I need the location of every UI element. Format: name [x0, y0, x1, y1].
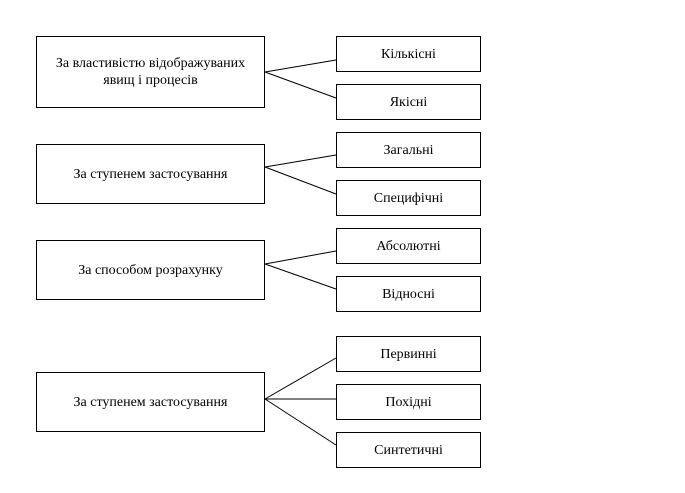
category-label: За ступенем застосування: [73, 394, 228, 410]
item-box: Кількісні: [336, 36, 481, 72]
connector-line: [264, 154, 337, 168]
connector-line: [264, 263, 337, 290]
category-label: За способом розрахунку: [78, 262, 223, 278]
category-label: За ступенем застосування: [73, 166, 228, 182]
category-box-calculation: За способом розрахунку: [36, 240, 265, 300]
item-label: Кількісні: [381, 46, 436, 62]
item-box: Якісні: [336, 84, 481, 120]
connector-line: [264, 398, 337, 446]
connector-line: [264, 71, 337, 99]
item-box: Похідні: [336, 384, 481, 420]
item-label: Абсолютні: [376, 238, 441, 254]
category-box-application: За ступенем застосування: [36, 144, 265, 204]
item-box: Синтетичні: [336, 432, 481, 468]
connector-line: [264, 59, 337, 73]
item-box: Абсолютні: [336, 228, 481, 264]
category-label: За властивістю відображуваних явищ і про…: [55, 56, 246, 88]
category-box-appearance: За властивістю відображуваних явищ і про…: [36, 36, 265, 108]
category-box-application-2: За ступенем застосування: [36, 372, 265, 432]
connector-line: [264, 250, 337, 265]
item-label: Синтетичні: [374, 442, 443, 458]
item-box: Відносні: [336, 276, 481, 312]
item-label: Похідні: [385, 394, 432, 410]
item-box: Загальні: [336, 132, 481, 168]
item-label: Відносні: [382, 286, 435, 302]
item-label: Специфічні: [373, 190, 444, 206]
connector-line: [264, 166, 337, 195]
item-box: Первинні: [336, 336, 481, 372]
item-label: Первинні: [380, 346, 437, 362]
connector-line: [264, 357, 337, 400]
item-label: Якісні: [389, 94, 428, 110]
item-box: Специфічні: [336, 180, 481, 216]
item-label: Загальні: [383, 142, 434, 158]
